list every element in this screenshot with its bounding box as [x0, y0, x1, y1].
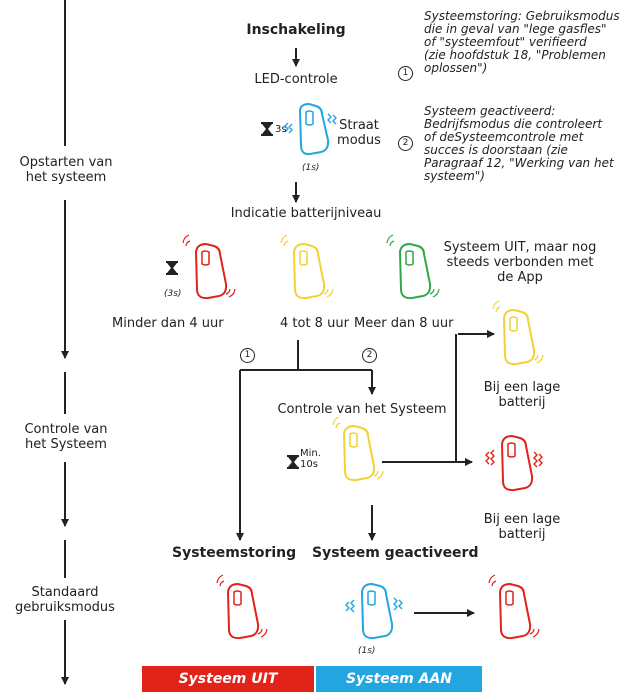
note-system-activated: Systeem geactiveerd: Bedrijfsmodus die c…	[424, 104, 614, 183]
label-low-battery-1: Bij een lage batterij	[483, 380, 561, 410]
device-icon-led-check	[284, 102, 337, 156]
branch-number-2: 2	[362, 348, 377, 363]
node-power-on: Inschakeling	[246, 22, 346, 38]
device-icon-green-high	[386, 234, 440, 300]
note-system-fault: Systeemstoring: Gebruiksmodus die in gev…	[424, 9, 620, 75]
legend-system-on: Systeem AAN	[316, 666, 482, 692]
note-number-2: 2	[398, 136, 413, 151]
label-low-battery-2: Bij een lage batterij	[483, 512, 561, 542]
pulse-label: (1s)	[302, 163, 320, 173]
branch-number-1: 1	[240, 348, 255, 363]
node-system-check: Controle van het Systeem	[277, 402, 447, 417]
device-icon-blue-active	[345, 582, 403, 640]
timeline-label-startup: Opstarten van het systeem	[19, 155, 113, 185]
note-number-1: 1	[398, 66, 413, 81]
node-battery-level: Indicatie batterijniveau	[230, 206, 382, 221]
label-system-off-app: Systeem UIT, maar nog steeds verbonden m…	[443, 240, 597, 285]
timer-label: Min. 10s	[300, 448, 321, 470]
label-more-than-8: Meer dan 8 uur	[354, 316, 454, 331]
label-4-to-8: 4 tot 8 uur	[280, 316, 349, 331]
device-icon-red-fault	[216, 574, 268, 640]
legend-system-off: Systeem UIT	[142, 666, 314, 692]
hourglass-icon	[287, 455, 299, 469]
device-icon-red-low	[182, 234, 236, 300]
hourglass-icon	[166, 261, 178, 275]
node-system-activated: Systeem geactiveerd	[312, 545, 479, 561]
pulse-label: (1s)	[358, 646, 376, 656]
device-icon-yellow-check	[332, 416, 384, 482]
timer-label: (3s)	[164, 289, 182, 299]
device-icon-yellow-low-right	[492, 300, 544, 366]
device-icon-yellow-mid	[280, 234, 334, 300]
timeline-label-standard: Standaard gebruiksmodus	[15, 585, 115, 615]
timeline-label-check: Controle van het Systeem	[24, 422, 108, 452]
node-street-mode: Straat modus	[337, 118, 381, 148]
node-system-fault: Systeemstoring	[172, 545, 297, 561]
device-icon-red-low-right	[485, 434, 543, 492]
timer-label: 3s	[275, 124, 287, 135]
hourglass-icon	[261, 122, 273, 136]
node-led-check: LED-controle	[254, 72, 338, 87]
device-icon-red-end	[488, 574, 540, 640]
label-less-than-4: Minder dan 4 uur	[112, 316, 224, 331]
